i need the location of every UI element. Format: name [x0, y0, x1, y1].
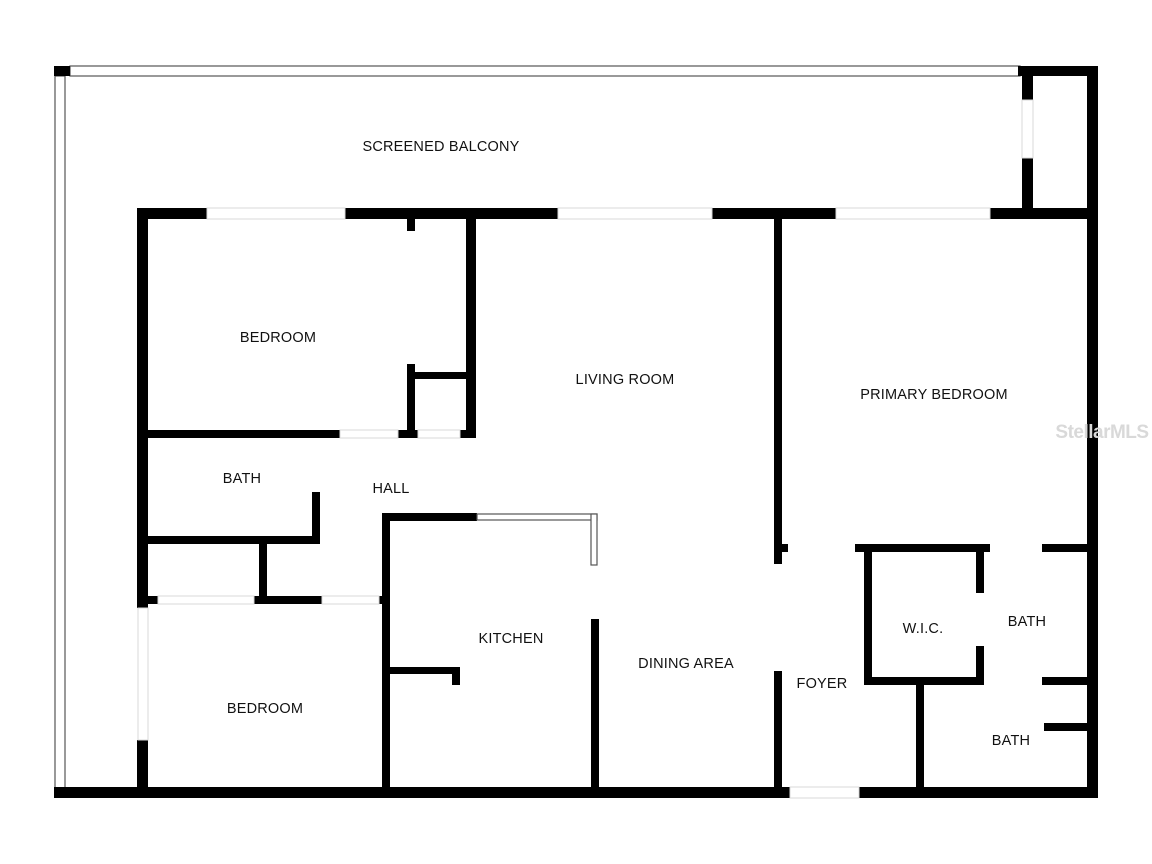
- room-label-wic: W.I.C.: [902, 621, 944, 637]
- room-label-primary-bedroom: PRIMARY BEDROOM: [860, 387, 1008, 403]
- room-label-foyer: FOYER: [796, 676, 848, 692]
- bedroom-2-walls: [148, 219, 476, 439]
- kitchen-walls: [382, 513, 599, 791]
- room-label-hall-bath: BATH: [222, 471, 262, 487]
- room-label-living-room: LIVING ROOM: [575, 372, 675, 388]
- hall-bath-walls: [148, 492, 384, 605]
- primary-suite-walls: [864, 548, 1092, 791]
- watermark: StellarMLS: [1055, 422, 1149, 443]
- room-label-bedroom-3: BEDROOM: [226, 701, 304, 717]
- room-label-primary-bath: BATH: [1007, 614, 1047, 630]
- room-label-dining-area: DINING AREA: [638, 656, 734, 672]
- room-label-bath-2: BATH: [991, 733, 1031, 749]
- room-label-screened-balcony: SCREENED BALCONY: [362, 139, 520, 155]
- openings: [137, 99, 1034, 799]
- living-east-wall: [774, 219, 1092, 791]
- exterior-walls: [54, 66, 1098, 798]
- room-label-kitchen: KITCHEN: [478, 631, 544, 647]
- room-label-bedroom-2: BEDROOM: [239, 330, 317, 346]
- room-label-hall: HALL: [372, 481, 410, 497]
